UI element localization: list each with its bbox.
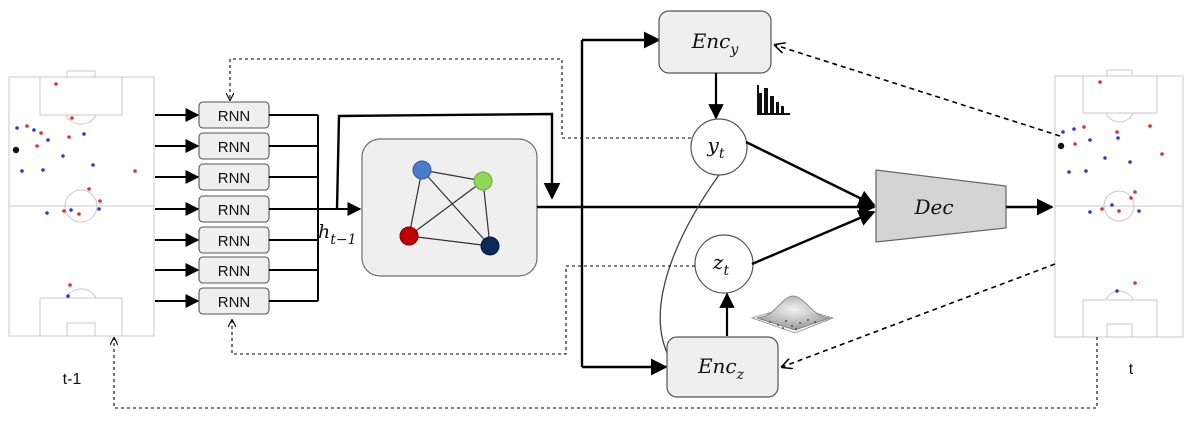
player-team-b	[1061, 130, 1065, 134]
player-team-b	[69, 208, 73, 212]
svg-text:yt: yt	[707, 133, 725, 162]
player-team-a	[1129, 196, 1133, 200]
graph-node-3	[399, 226, 419, 246]
left-frame-label: t-1	[63, 371, 82, 388]
player-team-a	[1115, 130, 1119, 134]
rnn-cell: RNN	[155, 163, 270, 191]
player-team-a	[1148, 124, 1152, 128]
rnn-label: RNN	[218, 233, 251, 250]
player-team-a	[1073, 142, 1077, 146]
rnn-output-merge	[269, 114, 362, 302]
rnn-cell: RNN	[155, 287, 270, 315]
ball	[12, 146, 20, 154]
player-team-a	[70, 116, 74, 120]
graph-node-2	[473, 171, 493, 191]
player-team-a	[133, 169, 137, 173]
decoder-block: Dec	[875, 169, 1007, 243]
right-frame-label: t	[1129, 361, 1134, 378]
player-team-a	[67, 135, 71, 139]
player-team-b	[41, 168, 45, 172]
player-team-a	[1100, 207, 1104, 211]
graph-node-4	[480, 236, 500, 256]
graph-block	[361, 138, 538, 277]
rnn-stack: RNN RNN RNN RNN RNN RNN RNN	[155, 101, 270, 315]
player-team-a	[77, 212, 81, 216]
player-team-a	[1160, 152, 1164, 156]
player-team-b	[1137, 209, 1141, 213]
enc-y-box: Ency	[658, 10, 772, 74]
gaussian-distribution-icon	[750, 295, 835, 334]
graph-output-lines	[537, 31, 876, 376]
player-team-b	[1067, 170, 1071, 174]
player-team-a	[62, 209, 66, 213]
player-team-b	[32, 128, 36, 132]
rnn-cell: RNN	[155, 101, 270, 129]
dashed-feedback-paths	[114, 58, 1098, 409]
svg-text:Encz: Encz	[697, 354, 745, 383]
left-pitch-frame	[8, 70, 155, 337]
player-team-a	[1082, 125, 1086, 129]
player-team-b	[1103, 156, 1107, 160]
y-to-enc-z-curve	[659, 174, 720, 358]
player-team-b	[1128, 160, 1132, 164]
histogram-icon	[757, 85, 790, 115]
graph-node-1	[412, 160, 432, 180]
rnn-label: RNN	[218, 139, 251, 156]
player-team-a	[68, 283, 72, 287]
rnn-label: RNN	[218, 170, 251, 187]
player-team-a	[39, 131, 43, 135]
player-team-b	[20, 169, 24, 173]
player-team-b	[1072, 127, 1076, 131]
rnn-label: RNN	[218, 202, 251, 219]
player-team-a	[98, 199, 102, 203]
player-team-a	[1133, 281, 1137, 285]
hidden-state-label: ht−1	[318, 221, 357, 248]
player-team-b	[61, 154, 65, 158]
y-node: yt	[690, 118, 748, 176]
hidden-bypass-arrow	[335, 112, 561, 210]
player-team-a	[25, 124, 29, 128]
left-pitch-players	[12, 82, 137, 298]
player-team-b	[1115, 289, 1119, 293]
player-team-b	[15, 126, 19, 130]
player-team-b	[66, 294, 70, 298]
player-team-b	[1084, 169, 1088, 173]
right-pitch-players	[1057, 80, 1164, 293]
rnn-cell: RNN	[155, 132, 270, 160]
player-team-b	[1088, 210, 1092, 214]
player-team-b	[97, 207, 101, 211]
player-team-a	[1098, 80, 1102, 84]
enc-z-box: Encz	[666, 336, 779, 398]
player-team-b	[82, 132, 86, 136]
svg-text:zt: zt	[712, 250, 730, 279]
decoder-label: Dec	[913, 195, 953, 219]
player-team-b	[91, 163, 95, 167]
player-team-a	[1117, 209, 1121, 213]
rnn-cell: RNN	[155, 195, 270, 223]
rnn-cell: RNN	[155, 226, 270, 254]
player-team-b	[1116, 136, 1120, 140]
player-team-b	[1088, 138, 1092, 142]
ball	[1057, 142, 1065, 150]
player-team-b	[1110, 203, 1114, 207]
rnn-label: RNN	[218, 263, 251, 280]
svg-text:Ency: Ency	[691, 29, 740, 58]
right-pitch-frame	[1054, 69, 1184, 338]
z-node: zt	[694, 234, 754, 294]
player-team-a	[87, 187, 91, 191]
player-team-b	[46, 138, 50, 142]
dashed-target-arrows	[775, 45, 1061, 367]
player-team-a	[35, 144, 39, 148]
player-team-a	[54, 82, 58, 86]
rnn-label: RNN	[218, 108, 251, 125]
player-team-b	[45, 211, 49, 215]
player-team-a	[1133, 190, 1137, 194]
rnn-label: RNN	[218, 294, 251, 311]
rnn-cell: RNN	[155, 256, 270, 284]
latent-to-decoder-arrows	[745, 140, 876, 266]
